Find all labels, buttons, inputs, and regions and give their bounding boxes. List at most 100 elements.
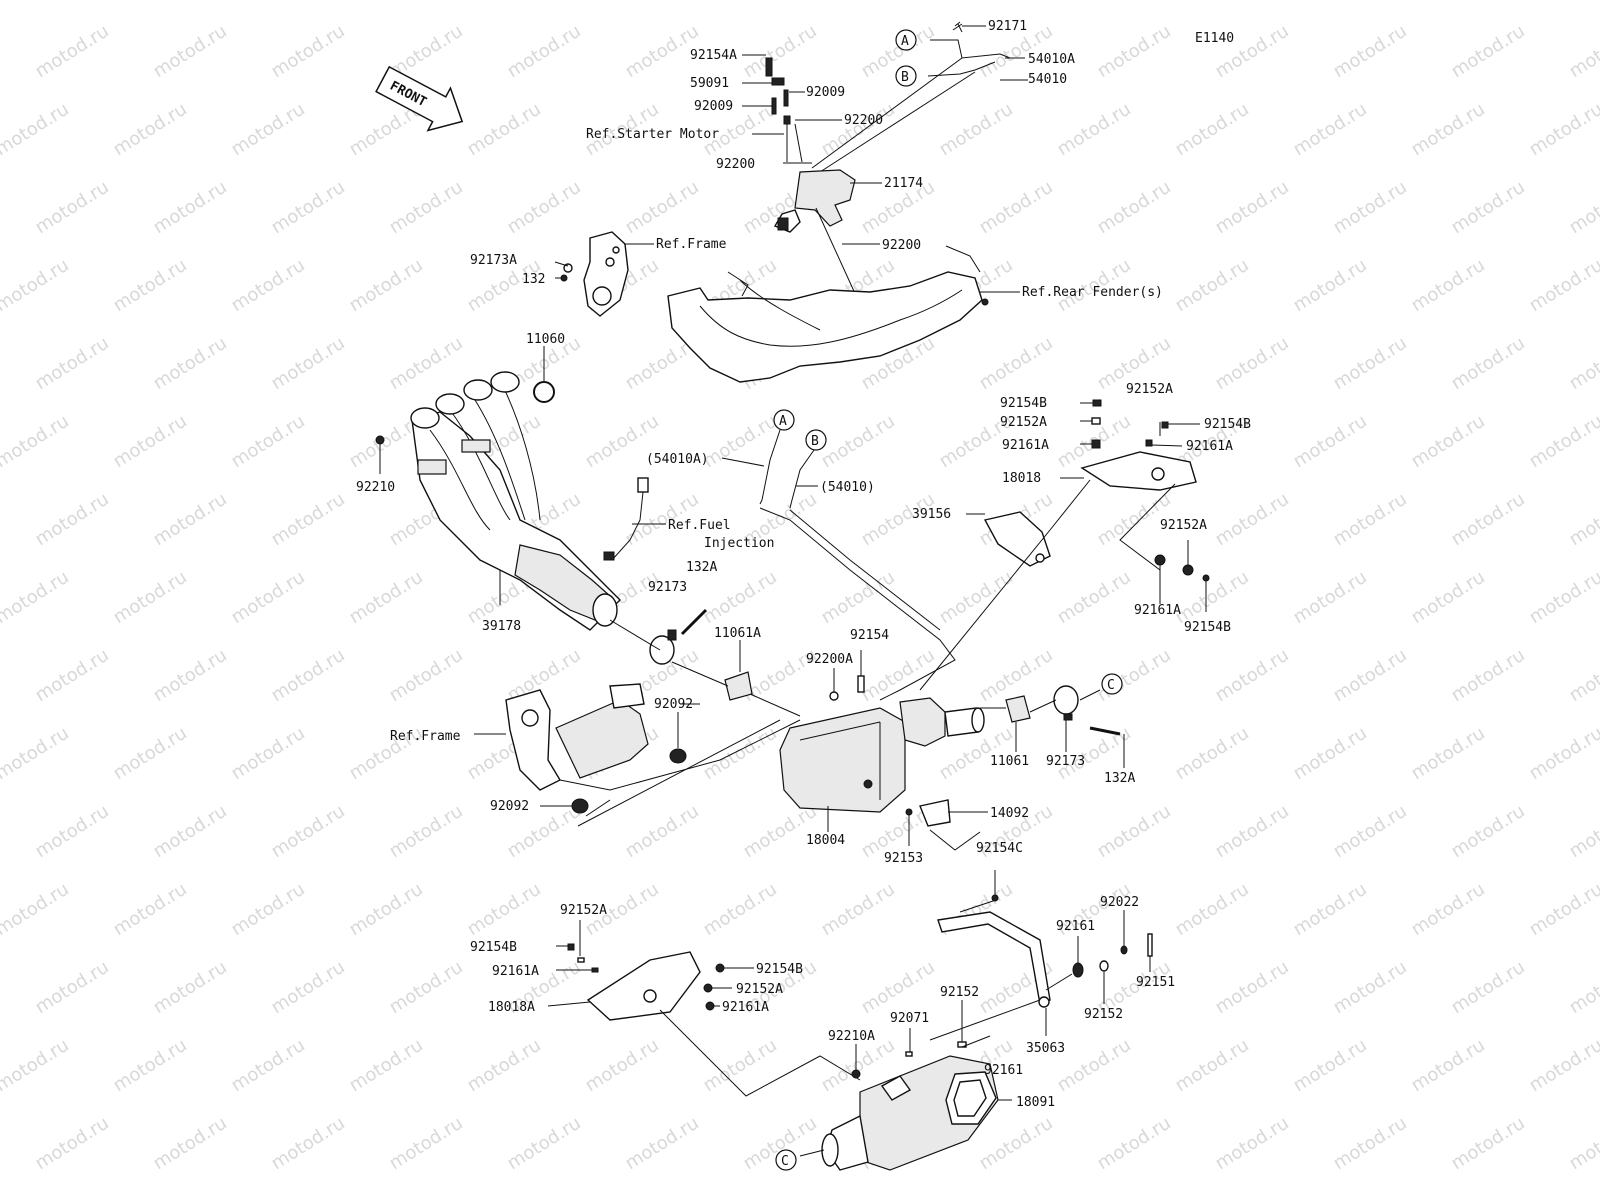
- watermark-text: motod.ru: [228, 411, 309, 473]
- watermark-text: motod.ru: [268, 801, 349, 863]
- watermark-text: motod.ru: [1566, 957, 1600, 1019]
- watermark-text: motod.ru: [228, 1035, 309, 1097]
- watermark-text: motod.ru: [110, 1035, 191, 1097]
- watermark-text: motod.ru: [1290, 567, 1371, 629]
- watermark-text: motod.ru: [1566, 801, 1600, 863]
- watermark-text: motod.ru: [0, 723, 73, 785]
- watermark-text: motod.ru: [818, 411, 899, 473]
- label-92200-b: 92200: [716, 157, 755, 172]
- watermark-text: motod.ru: [228, 879, 309, 941]
- watermark-text: motod.ru: [1290, 1035, 1371, 1097]
- callout-circles: A B A B C C: [773, 29, 1123, 1171]
- watermark-text: motod.ru: [1408, 879, 1489, 941]
- label-92152A-a: 92152A: [1126, 382, 1173, 397]
- watermark-text: motod.ru: [1448, 957, 1529, 1019]
- watermark-text: motod.ru: [1290, 411, 1371, 473]
- label-18004: 18004: [806, 833, 845, 848]
- label-59091: 59091: [690, 76, 729, 91]
- watermark-text: motod.ru: [1172, 1035, 1253, 1097]
- label-ref-frame-top: Ref.Frame: [656, 237, 727, 252]
- watermark-text: motod.ru: [700, 0, 781, 4]
- watermark-text: motod.ru: [268, 177, 349, 239]
- watermark-text: motod.ru: [228, 723, 309, 785]
- callout-a-mid: A: [779, 414, 787, 429]
- watermark-text: motod.ru: [150, 489, 231, 551]
- label-92022: 92022: [1100, 895, 1139, 910]
- watermark-text: motod.ru: [1448, 21, 1529, 83]
- label-92161A-c: 92161A: [1134, 603, 1181, 618]
- label-92092-a: 92092: [654, 697, 693, 712]
- watermark-text: motod.ru: [32, 333, 113, 395]
- watermark-text: motod.ru: [504, 177, 585, 239]
- watermark-text: motod.ru: [1172, 0, 1253, 4]
- watermark-text: motod.ru: [1408, 99, 1489, 161]
- watermark-text: motod.ru: [0, 255, 73, 317]
- watermark-text: motod.ru: [346, 879, 427, 941]
- muffler-bracket: [929, 870, 1153, 1041]
- callout-c-bottom: C: [781, 1154, 789, 1169]
- label-92152-a: 92152: [940, 985, 979, 1000]
- heat-shield-upper: [919, 399, 1210, 691]
- label-92152A-c: 92152A: [1160, 518, 1207, 533]
- watermark-text: motod.ru: [346, 0, 427, 4]
- label-92210A: 92210A: [828, 1029, 875, 1044]
- watermark-text: motod.ru: [1566, 21, 1600, 83]
- watermark-text: motod.ru: [1448, 645, 1529, 707]
- watermark-text: motod.ru: [1330, 489, 1411, 551]
- watermark-text: motod.ru: [0, 411, 73, 473]
- watermark-text: motod.ru: [1094, 1113, 1175, 1175]
- watermark-text: motod.ru: [386, 333, 467, 395]
- label-92152A-d: 92152A: [560, 903, 607, 918]
- watermark-text: motod.ru: [1566, 489, 1600, 551]
- watermark-text: motod.ru: [0, 0, 73, 4]
- watermark-text: motod.ru: [346, 567, 427, 629]
- watermark-text: motod.ru: [1408, 1035, 1489, 1097]
- label-18018: 18018: [1002, 471, 1041, 486]
- watermark-text: motod.ru: [1290, 255, 1371, 317]
- watermark-text: motod.ru: [268, 333, 349, 395]
- label-132: 132: [522, 272, 545, 287]
- watermark-text: motod.ru: [1172, 567, 1253, 629]
- watermark-text: motod.ru: [700, 411, 781, 473]
- watermark-text: motod.ru: [1566, 333, 1600, 395]
- label-92173-a: 92173: [648, 580, 687, 595]
- label-92152A-e: 92152A: [736, 982, 783, 997]
- watermark-text: motod.ru: [32, 801, 113, 863]
- watermark-text: motod.ru: [0, 1035, 73, 1097]
- label-ref-rear-fender: Ref.Rear Fender(s): [1022, 285, 1163, 300]
- watermark-text: motod.ru: [936, 99, 1017, 161]
- watermark-text: motod.ru: [150, 645, 231, 707]
- watermark-text: motod.ru: [1212, 1113, 1293, 1175]
- watermark-text: motod.ru: [1408, 723, 1489, 785]
- label-92154A: 92154A: [690, 48, 737, 63]
- watermark-text: motod.ru: [1566, 645, 1600, 707]
- watermark-text: motod.ru: [464, 879, 545, 941]
- label-92161-b: 92161: [984, 1063, 1023, 1078]
- watermark-text: motod.ru: [1526, 0, 1600, 4]
- label-54010-paren: (54010): [820, 480, 875, 495]
- watermark-text: motod.ru: [1212, 957, 1293, 1019]
- watermark-text: motod.ru: [1054, 99, 1135, 161]
- watermark-text: motod.ru: [1526, 411, 1600, 473]
- watermark-text: motod.ru: [1094, 645, 1175, 707]
- watermark-text: motod.ru: [268, 957, 349, 1019]
- watermark-text: motod.ru: [268, 645, 349, 707]
- watermark-text: motod.ru: [622, 801, 703, 863]
- cable-assembly-top: [742, 21, 1028, 301]
- watermark-text: motod.ru: [1566, 177, 1600, 239]
- watermark-text: motod.ru: [386, 801, 467, 863]
- watermark-text: motod.ru: [976, 177, 1057, 239]
- label-92153: 92153: [884, 851, 923, 866]
- label-92154B-c: 92154B: [1184, 620, 1231, 635]
- watermark-text: motod.ru: [110, 411, 191, 473]
- callout-b-top: B: [901, 70, 909, 85]
- label-92154C: 92154C: [976, 841, 1023, 856]
- rear-fender: [667, 245, 1020, 383]
- watermark-text: motod.ru: [386, 1113, 467, 1175]
- label-ref-fuel-injection: Injection: [704, 536, 774, 551]
- watermark-text: motod.ru: [1094, 177, 1175, 239]
- label-92173-b: 92173: [1046, 754, 1085, 769]
- watermark-text: motod.ru: [150, 21, 231, 83]
- label-ref-starter-motor: Ref.Starter Motor: [586, 127, 719, 142]
- watermark-text: motod.ru: [346, 255, 427, 317]
